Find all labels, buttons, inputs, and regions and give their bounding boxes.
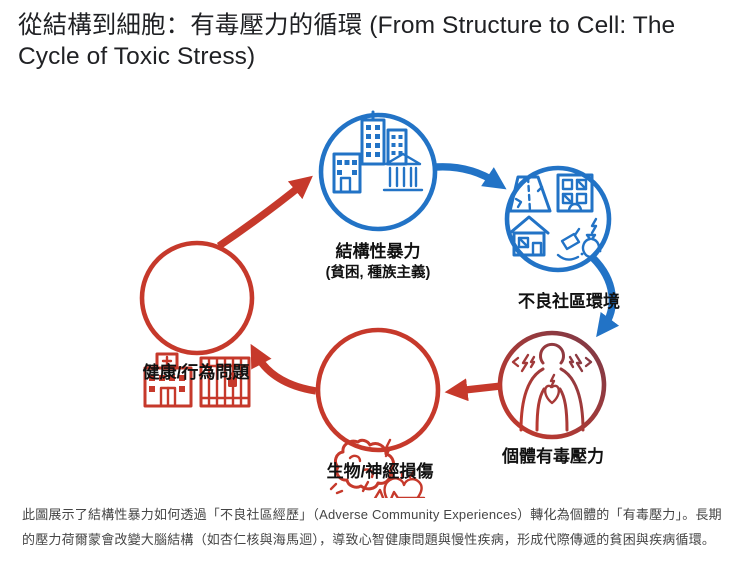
brain-heart-icon	[329, 438, 426, 498]
arrow-damage-to-health	[250, 343, 317, 395]
node-circle-biological-neural-damage	[315, 327, 441, 453]
arrow-health-to-structural	[216, 175, 313, 250]
city-buildings-icon	[332, 110, 424, 194]
label-biological-neural-damage: 生物/神經損傷	[326, 462, 434, 481]
cycle-diagram	[139, 110, 620, 498]
damaged-neighborhood-icon	[508, 173, 602, 261]
arrow-structural-to-community	[435, 163, 507, 190]
label-adverse-community: 不良社區環境	[518, 292, 620, 311]
arrow-community-to-stress	[590, 255, 620, 338]
label-individual-toxic-stress: 個體有毒壓力	[502, 447, 604, 466]
caption-text: 此圖展示了結構性暴力如何透過「不良社區經歷」（Adverse Community…	[22, 507, 722, 547]
label-health-behavior-problems: 健康/行為問題	[142, 363, 250, 382]
label-structural-violence: 結構性暴力	[335, 242, 421, 261]
stressed-person-icon	[511, 342, 593, 432]
hospital-jail-icon	[143, 352, 251, 408]
page-title: 從結構到細胞：有毒壓力的循環 (From Structure to Cell: …	[18, 12, 676, 70]
arrow-stress-to-damage	[444, 378, 502, 402]
node-circle-health-behavior-problems	[139, 240, 255, 356]
sublabel-structural-violence: (貧困, 種族主義)	[325, 265, 431, 281]
